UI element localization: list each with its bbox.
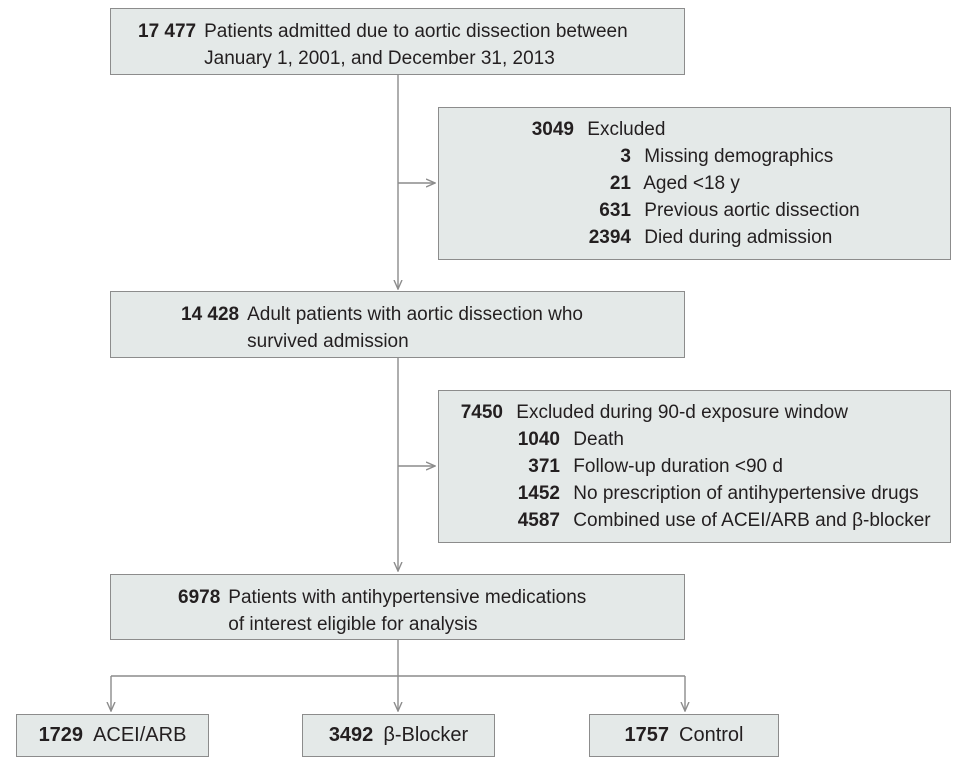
eligible-box: 6978 Patients with antihypertensive medi… [110,574,685,640]
exclusion2-item-count: 371 [528,456,560,477]
exclusion1-item-count: 2394 [588,227,631,248]
exclusion2-item-row: 371 Follow-up duration <90 d [439,453,950,480]
group-box-acei-arb: 1729 ACEI/ARB [16,714,209,757]
exclusion2-item-row: 4587 Combined use of ACEI/ARB and β-bloc… [439,507,950,534]
group-label: β-Blocker [383,724,469,746]
exclusion1-item-count: 21 [609,173,631,194]
survived-text: Adult patients with aortic dissection wh… [247,304,583,352]
group-label: ACEI/ARB [93,724,187,746]
exclusion1-box: 3049 Excluded 3 Missing demographics 21 … [438,107,951,260]
eligible-text: Patients with antihypertensive medicatio… [228,587,587,635]
group-count: 3492 [328,724,374,746]
eligible-count: 6978 [178,587,221,608]
survived-box: 14 428 Adult patients with aortic dissec… [110,291,685,358]
exclusion2-item-row: 1452 No prescription of antihypertensive… [439,480,950,507]
group-box-control: 1757 Control [589,714,779,757]
exclusion1-total-row: 3049 Excluded [439,116,950,143]
exclusion2-item-text: Follow-up duration <90 d [573,456,783,477]
exclusion1-item-row: 631 Previous aortic dissection [439,197,950,224]
exclusion1-item-text: Previous aortic dissection [644,200,860,221]
exclusion1-total-text: Excluded [587,119,666,140]
exclusion2-item-text: Death [573,429,624,450]
exclusion1-item-count: 631 [599,200,631,221]
exclusion2-item-count: 1040 [517,429,560,450]
group-box-beta-blocker: 3492 β-Blocker [302,714,495,757]
exclusion1-item-row: 21 Aged <18 y [439,170,950,197]
survived-count: 14 428 [181,304,240,325]
exclusion2-item-count: 1452 [517,483,560,504]
start-count: 17 477 [138,21,197,42]
exclusion2-item-row: 1040 Death [439,426,950,453]
exclusion1-item-text: Aged <18 y [643,173,740,194]
exclusion1-item-row: 2394 Died during admission [439,224,950,251]
exclusion2-total-row: 7450 Excluded during 90-d exposure windo… [439,399,950,426]
exclusion2-item-text: No prescription of antihypertensive drug… [573,483,919,504]
group-count: 1729 [38,724,84,746]
start-text: Patients admitted due to aortic dissecti… [204,21,628,69]
exclusion1-item-count: 3 [620,146,631,167]
exclusion2-item-count: 4587 [517,510,560,531]
exclusion1-item-row: 3 Missing demographics [439,143,950,170]
group-label: Control [679,724,744,746]
group-count: 1757 [624,724,670,746]
exclusion1-total-count: 3049 [531,119,574,140]
exclusion2-box: 7450 Excluded during 90-d exposure windo… [438,390,951,543]
exclusion1-item-text: Died during admission [644,227,833,248]
exclusion2-total-count: 7450 [460,402,503,423]
start-box: 17 477 Patients admitted due to aortic d… [110,8,685,75]
exclusion2-item-text: Combined use of ACEI/ARB and β-blocker [573,510,931,531]
exclusion2-total-text: Excluded during 90-d exposure window [516,402,848,423]
exclusion1-item-text: Missing demographics [644,146,834,167]
